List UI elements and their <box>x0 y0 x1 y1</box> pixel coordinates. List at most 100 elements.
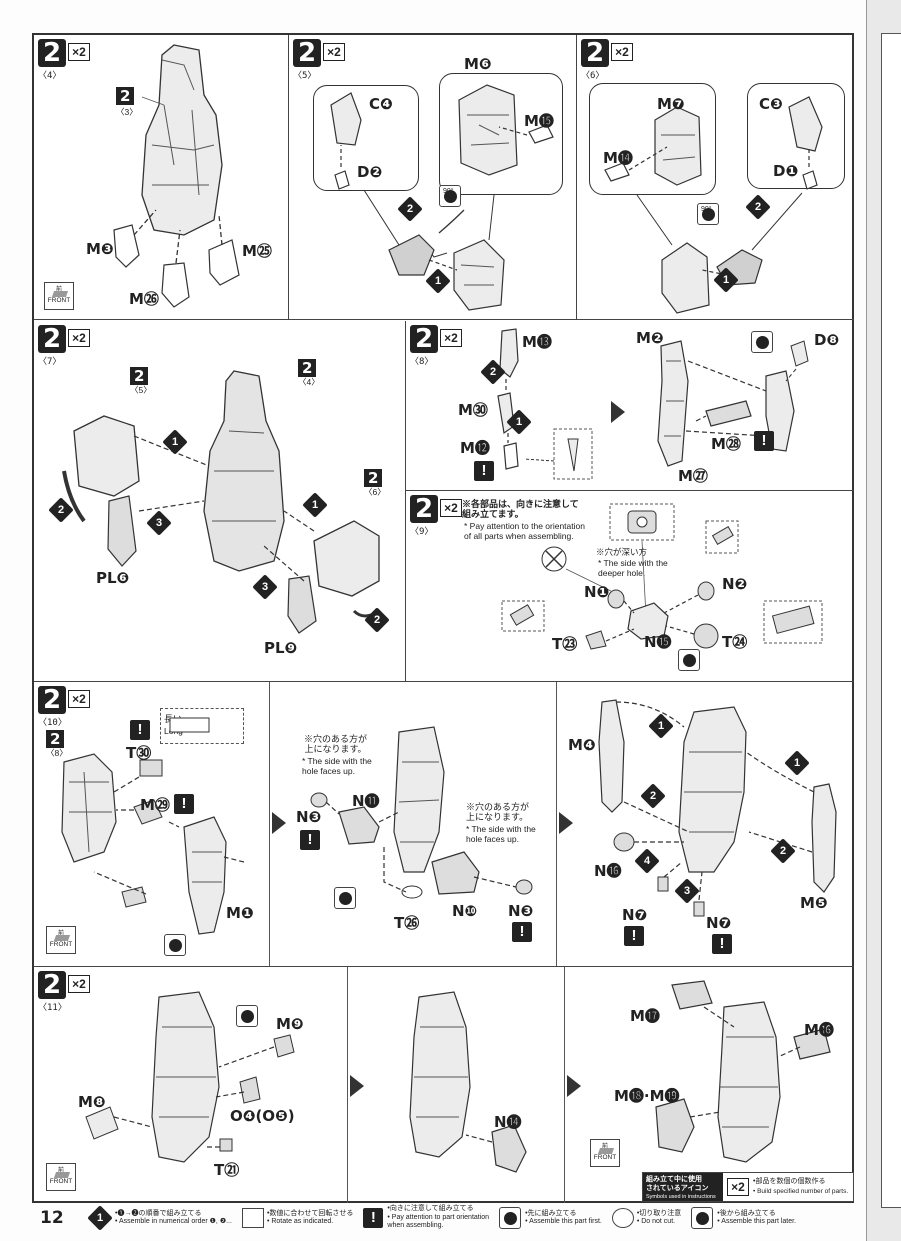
legend-rotate: •数値に合わせて回転させる• Rotate as indicated. <box>241 1204 354 1232</box>
rotate-value: 90° <box>443 188 454 195</box>
part-label-m1: M❶ <box>226 904 254 922</box>
step-order-icon: 1 <box>87 1205 113 1231</box>
multiplier-icon: ×2 <box>727 1178 749 1196</box>
multiplier-badge: ×2 <box>68 43 90 61</box>
step-7-panel: 2 ×2 〈7〉 2 〈5〉 2 〈4〉 2 〈6〉 1 1 2 3 3 2 P… <box>34 321 406 682</box>
shoulder-subassembly-drawing <box>330 84 554 311</box>
divider <box>347 967 348 1203</box>
part-label-m13: M⓭ <box>522 333 552 351</box>
step-badge: 2 ×2 〈11〉 <box>38 971 90 1013</box>
step-substep: 〈9〉 <box>410 527 434 537</box>
step-6-panel: 2 ×2 〈6〉 M❼ C❸ M⓮ D❶ 90° 2 1 <box>577 35 854 320</box>
legend-text-jp: •切り取り注意 <box>636 1209 682 1217</box>
multiplier-badge: ×2 <box>68 690 90 708</box>
torso-shoulder-assembly-drawing <box>62 370 380 634</box>
step-number: 2 <box>293 39 321 67</box>
step-substep: 〈8〉 <box>410 357 434 367</box>
part-label-m12: M⓬ <box>460 439 490 457</box>
part-label-m9: M❾ <box>276 1015 304 1033</box>
reference-substep-c: 〈6〉 <box>364 487 386 497</box>
warning-icon: ! <box>363 1208 384 1228</box>
front-arrow-icon <box>51 291 69 297</box>
reference-substep: 〈8〉 <box>46 748 68 758</box>
leg-assembly-drawing <box>61 699 837 935</box>
part-label-d1: D❶ <box>773 162 799 180</box>
part-label-c4: C❹ <box>369 95 393 113</box>
legend-text-en: • Assemble this part later. <box>717 1218 797 1225</box>
assemble-later-icon <box>164 934 186 956</box>
part-label-t26: T㉖ <box>394 914 420 932</box>
multiplier-badge: ×2 <box>68 975 90 993</box>
reference-substep-a: 〈5〉 <box>130 385 152 395</box>
step-number: 2 <box>581 39 609 67</box>
legend-text-jp: •後から組み立てる <box>717 1209 776 1217</box>
step-substep: 〈10〉 <box>38 718 67 728</box>
step-number: 2 <box>410 495 438 523</box>
step-8-panel: 2 ×2 〈8〉 M⓭ M㉚ M⓬ ! 2 1 M❷ D❽ <box>406 321 854 491</box>
part-label-n7-b: N❼ <box>706 914 732 932</box>
legend-title-en: Symbols used in instructions <box>646 1194 716 1200</box>
part-label-t23: T㉓ <box>552 635 578 653</box>
part-label-pl9: PL❾ <box>264 639 298 657</box>
divider <box>556 682 557 966</box>
rotate-90-icon <box>439 185 461 207</box>
orientation-note-en: * Pay attention to the orientation of al… <box>464 521 585 541</box>
part-label-m5: M❺ <box>800 894 828 912</box>
legend-assemble-first: •先に組み立てる• Assemble this part first. <box>499 1204 602 1232</box>
step-badge: 2 ×2 〈5〉 <box>293 39 345 81</box>
part-label-t21: T㉑ <box>214 1161 240 1179</box>
next-page-edge <box>866 0 901 1241</box>
reference-badge-a: 2 <box>130 367 149 385</box>
legend-step-order: 1 •❶→❷の順番で組み立てる• Assemble in numerical o… <box>87 1204 232 1232</box>
part-label-n16: N⓰ <box>594 862 622 880</box>
multiplier-desc-en: • Build specified number of parts. <box>753 1188 849 1195</box>
part-label-d8: D❽ <box>814 331 840 349</box>
rotate-icon <box>241 1208 264 1228</box>
legend-text-jp: •向きに注意して組み立てる <box>387 1205 474 1213</box>
warning-icon: ! <box>174 794 194 814</box>
legend-text-jp: •先に組み立てる <box>525 1209 577 1217</box>
part-label-n3: N❸ <box>296 808 322 826</box>
legend-text-en: • Assemble in numerical order ❶, ❷... <box>115 1218 232 1225</box>
part-label-m15: M⓯ <box>524 112 554 130</box>
legend-text-jp: •数値に合わせて回転させる <box>266 1209 354 1217</box>
part-label-m28: M㉘ <box>711 435 741 453</box>
legend-title-jp: 組み立て中に使用 されているアイコン <box>646 1176 709 1192</box>
step-number: 2 <box>410 325 438 353</box>
reference-badge: 2 <box>46 730 65 748</box>
step-number: 2 <box>38 325 66 353</box>
step-substep: 〈4〉 <box>38 71 62 81</box>
front-arrow-icon <box>53 1172 71 1178</box>
legend-text-en: • Do not cut. <box>636 1218 676 1225</box>
part-label-m18-m19: M⓲·M⓳ <box>614 1087 680 1105</box>
legend-title: 組み立て中に使用 されているアイコン Symbols used in instr… <box>643 1173 723 1201</box>
symbol-legend: 1 •❶→❷の順番で組み立てる• Assemble in numerical o… <box>87 1204 854 1232</box>
part-label-m4: M❹ <box>568 736 596 754</box>
step-number: 2 <box>38 686 66 714</box>
legend-assemble-later: •後から組み立てる• Assemble this part later. <box>691 1204 796 1232</box>
rotate-90-icon <box>697 203 719 225</box>
part-label-t30: T㉚ <box>126 744 152 762</box>
step-substep: 〈7〉 <box>38 357 62 367</box>
part-label-m3: M❸ <box>86 240 114 258</box>
part-label-n10: N❿ <box>452 902 478 920</box>
icon-legend-box: 組み立て中に使用 されているアイコン Symbols used in instr… <box>642 1172 854 1202</box>
front-arrow-icon <box>53 935 71 941</box>
step-badge: 2 ×2 〈7〉 <box>38 325 90 367</box>
step-badge: 2 ×2 〈8〉 <box>410 325 462 367</box>
orientation-note-jp: ※各部品は、向きに注意して 組み立てます。 <box>462 499 579 519</box>
multiplier-desc-jp: •部品を数個の個数作る <box>753 1178 826 1185</box>
part-label-n15: N⓯ <box>644 633 672 651</box>
multiplier-badge: ×2 <box>611 43 633 61</box>
step-badge: 2 ×2 〈9〉 <box>410 495 462 537</box>
hole-note-jp-2: ※穴のある方が 上になります。 <box>466 802 530 822</box>
part-label-n7: N❼ <box>622 906 648 924</box>
front-arrow-icon <box>597 1148 615 1154</box>
part-label-m6: M❻ <box>464 55 492 73</box>
assemble-first-icon <box>678 649 700 671</box>
assemble-later-icon <box>691 1207 714 1229</box>
warning-icon: ! <box>512 922 532 942</box>
